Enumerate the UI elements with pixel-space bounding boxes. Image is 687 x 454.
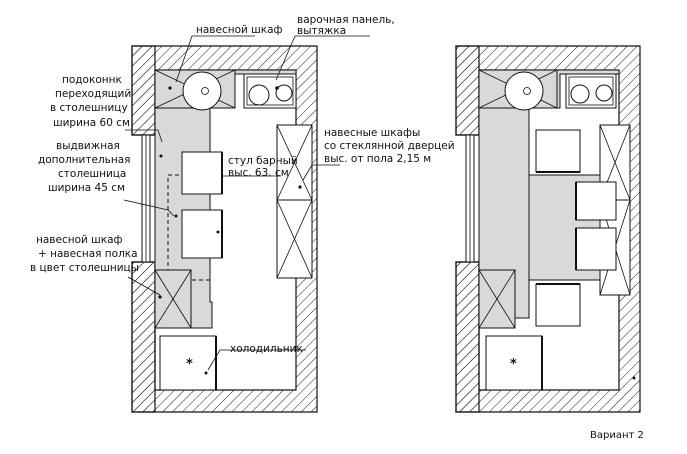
lower-cabinet-left [154,269,192,329]
labels-left: навесной шкаф варочная панель, вытяжка п… [30,14,455,355]
marker-dot [204,371,208,375]
label-glass-2: со стеклянной дверцей [324,140,455,152]
sink-right [478,69,558,111]
label-stool-2: выс. 63. см [228,167,289,179]
window-right [465,134,475,263]
wall-pier-upper [131,45,156,136]
label-sill-3: в столешницу [50,102,128,114]
glass-cabinets-left [276,124,313,279]
label-hob-1: варочная панель, [297,14,395,26]
label-sliding-2: дополнительная [38,154,130,166]
wall-pier-upper-right [455,45,480,136]
fridge-left: * [159,335,217,391]
label-fridge: холодильник [230,343,303,355]
wall-pier-lower-right [455,261,480,413]
caption: Вариант 2 [590,430,644,441]
bar-stools-left [181,151,223,259]
marker-dot [159,154,163,158]
annotations-left [123,35,370,371]
label-sliding-1: выдвижная [56,140,120,152]
label-sill-2: переходящий [55,88,131,100]
bar-stools-right [535,129,617,327]
marker-dot [216,230,220,234]
label-sliding-4: ширина 45 см [48,182,125,194]
plan-right: * [455,45,641,413]
wall-pier-lower [131,261,156,413]
sink-left [154,69,236,111]
window-left [141,134,151,263]
label-cabshelf-1: навесной шкаф [36,234,123,246]
label-stool-1: стул барный [228,155,298,167]
label-cabshelf-2: + навесная полка [38,248,138,260]
label-hob-2: вытяжка [297,25,346,37]
label-glass-3: выс. от пола 2,15 м [324,153,431,165]
marker-dot [174,214,178,218]
label-cabshelf-3: в цвет столешницы [30,262,139,274]
hob-right [565,73,617,109]
label-sliding-3: столешница [58,168,126,180]
sink-marker [168,86,172,90]
lower-cabinet-right [478,269,516,329]
label-sill-4: ширина 60 см [53,117,130,129]
fridge-symbol-left: * [186,357,193,372]
label-sill-1: подоконнк [62,74,122,86]
hob-left [243,73,297,109]
fridge-right: * [485,335,636,391]
label-glass-1: навесные шкафы [324,127,420,139]
plan-left: * [131,45,318,413]
fridge-symbol-right: * [510,357,517,372]
label-wall-cabinet-top: навесной шкаф [196,24,283,36]
